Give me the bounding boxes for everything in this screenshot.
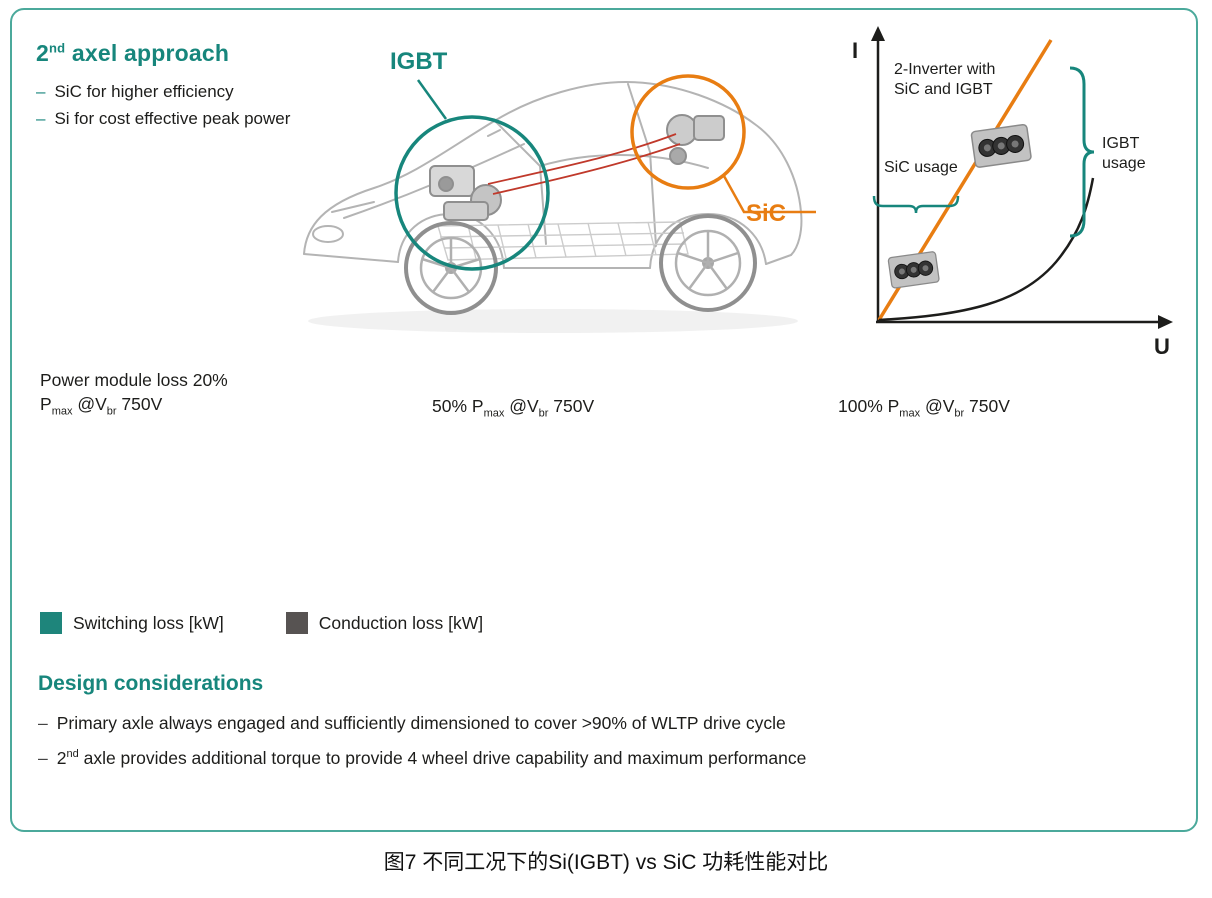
car-illustration [288, 18, 818, 348]
sic-leader-line [722, 175, 816, 214]
igbt-leader-line [416, 79, 448, 120]
front-inverter-unit [429, 165, 502, 221]
header-bullets: –SiC for higher efficiency –Si for cost e… [36, 78, 290, 132]
rear-inverter-unit [666, 114, 725, 165]
y-axis-label: I [852, 38, 858, 63]
conduction-loss-swatch [285, 612, 308, 634]
graph-annotation-line1: 2-Inverter with [894, 61, 995, 78]
x-axis-arrow [1158, 315, 1173, 329]
page-title: 2nd axel approach [36, 40, 230, 66]
bar-chart-group: 100% Pmax @Vbr 750V [784, 368, 1184, 598]
switching-loss-swatch [40, 612, 62, 634]
sic-usage-label: SiC usage [884, 159, 958, 176]
bar-chart-group-title: 100% Pmax @Vbr 750V [838, 396, 1010, 420]
power-module-photo [887, 251, 940, 289]
sic-usage-brace [872, 195, 960, 214]
sic-highlight-circle [630, 74, 746, 190]
design-bullet: –Primary axle always engaged and suffici… [38, 713, 786, 733]
conduction-loss-legend-label: Conduction loss [kW] [318, 612, 484, 633]
design-bullet: –2nd axle provides additional torque to … [38, 747, 807, 768]
figure-caption: 图7 不同工况下的Si(IGBT) vs SiC 功耗性能对比 [383, 851, 829, 874]
switching-loss-legend-label: Switching loss [kW] [73, 612, 224, 633]
bar-chart-group: 50% Pmax @Vbr 750V [374, 368, 774, 598]
sic-callout-label: SiC [746, 200, 787, 227]
x-axis-label: U [1154, 334, 1170, 359]
bar-chart-group: Power module loss 20%Pmax @Vbr 750V [40, 368, 440, 598]
igbt-highlight-circle [394, 115, 550, 271]
power-module-photo [970, 123, 1032, 168]
graph-annotation-line2: SiC and IGBT [894, 81, 993, 98]
igbt-usage-label-line2: usage [1102, 155, 1146, 172]
header-bullet: –Si for cost effective peak power [36, 109, 291, 128]
bar-chart-group-title: Power module loss 20%Pmax @Vbr 750V [40, 370, 228, 418]
header-bullet: –SiC for higher efficiency [36, 82, 234, 101]
igbt-usage-label-line1: IGBT [1102, 135, 1140, 152]
car-sketch [303, 74, 816, 333]
igbt-usage-brace [1069, 66, 1095, 238]
design-considerations-title: Design considerations [38, 672, 264, 695]
car-shadow [308, 309, 798, 333]
igbt-callout-label: IGBT [390, 48, 448, 75]
design-considerations-bullets: –Primary axle always engaged and suffici… [38, 708, 806, 774]
y-axis-arrow [871, 26, 885, 41]
hv-cable [487, 133, 681, 195]
car-body-outline [303, 80, 803, 269]
rear-wheel [659, 214, 757, 312]
chart-legend: Switching loss [kW] Conduction loss [kW] [40, 612, 545, 634]
bar-chart-group-title: 50% Pmax @Vbr 750V [432, 396, 595, 420]
iu-graph: I U 2-Inverter with SiC and IGBT SiC usa… [846, 20, 1196, 360]
bar-charts: Power module loss 20%Pmax @Vbr 750V 50% P… [0, 368, 1212, 608]
igbt-curve [878, 177, 1095, 322]
battery-pack [437, 221, 689, 261]
